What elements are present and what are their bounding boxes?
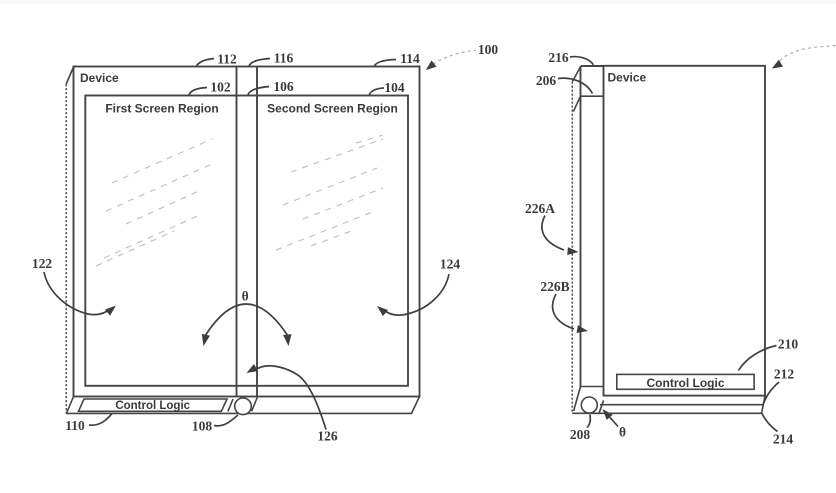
svg-text:Control Logic: Control Logic <box>115 400 190 412</box>
svg-text:210: 210 <box>778 337 799 352</box>
svg-text:100: 100 <box>478 42 499 57</box>
svg-text:104: 104 <box>384 80 405 95</box>
svg-text:106: 106 <box>273 79 294 94</box>
svg-text:108: 108 <box>192 419 213 434</box>
svg-text:Second Screen Region: Second Screen Region <box>267 102 398 116</box>
svg-text:212: 212 <box>774 367 795 382</box>
svg-text:112: 112 <box>217 52 237 67</box>
svg-text:226B: 226B <box>540 279 569 294</box>
svg-text:122: 122 <box>32 256 53 271</box>
svg-text:First Screen Region: First Screen Region <box>105 102 218 116</box>
svg-text:214: 214 <box>773 432 794 447</box>
svg-text:206: 206 <box>536 73 557 88</box>
svg-text:Device: Device <box>80 71 119 85</box>
svg-text:Control Logic: Control Logic <box>647 376 725 390</box>
svg-text:216: 216 <box>548 50 569 65</box>
svg-text:θ: θ <box>619 425 626 440</box>
svg-text:126: 126 <box>317 429 338 444</box>
svg-text:208: 208 <box>570 427 591 442</box>
svg-text:Device: Device <box>608 71 647 85</box>
svg-text:110: 110 <box>65 418 85 433</box>
svg-text:226A: 226A <box>525 201 555 216</box>
svg-text:114: 114 <box>400 51 420 66</box>
svg-text:116: 116 <box>274 51 294 66</box>
svg-text:124: 124 <box>440 257 461 272</box>
svg-text:102: 102 <box>210 80 231 95</box>
svg-text:θ: θ <box>242 288 249 303</box>
